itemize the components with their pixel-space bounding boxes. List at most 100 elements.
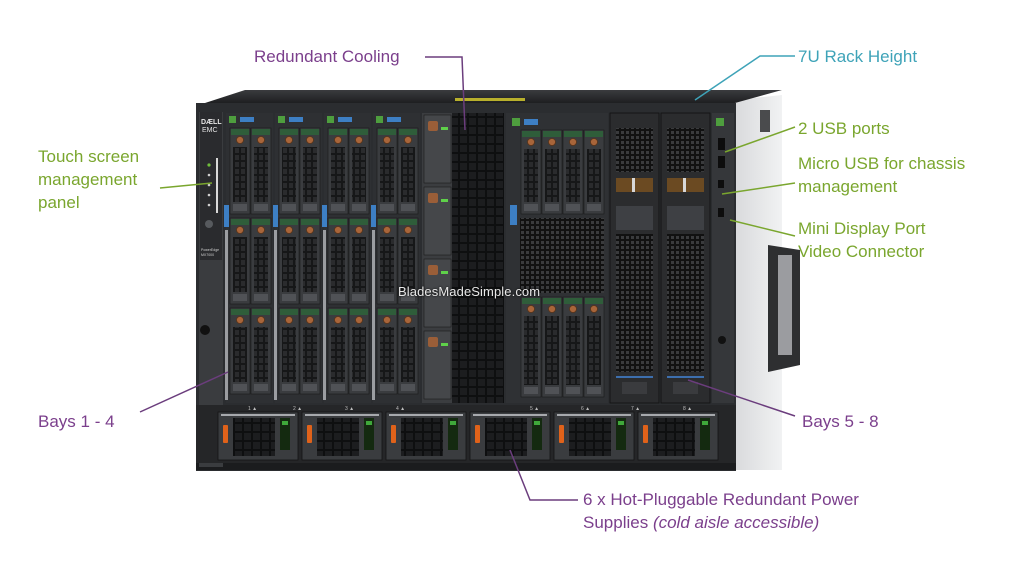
- callout-bays-5-8: Bays 5 - 8: [802, 412, 879, 431]
- fan-release-icon: [428, 337, 438, 347]
- usb-icon: [289, 117, 303, 122]
- psu-status-leds: [364, 418, 374, 450]
- power-supply: [217, 411, 299, 461]
- drive-release-button: [285, 316, 293, 324]
- power-supply: [301, 411, 383, 461]
- compute-sled: [322, 113, 371, 403]
- dell-emc-badge: [673, 382, 698, 394]
- drive-release-button: [590, 138, 598, 146]
- callout-usb-ports: 2 USB ports: [798, 119, 890, 138]
- fan-led: [441, 343, 448, 346]
- fan-led: [441, 271, 448, 274]
- sled-handle: [273, 205, 278, 227]
- fan-led: [441, 127, 448, 130]
- callout-touch-panel-line3: panel: [38, 193, 80, 212]
- sled-handle: [322, 205, 327, 227]
- drive-release-button: [236, 136, 244, 144]
- drive-release-button: [236, 226, 244, 234]
- drive-release-button: [306, 316, 314, 324]
- drive-release-button: [404, 136, 412, 144]
- micro-usb-port: [718, 180, 724, 188]
- callout-mini-dp: Mini Display Port Video Connector: [798, 217, 926, 263]
- callout-rack-height: 7U Rack Height: [798, 47, 918, 66]
- drive-release-button: [236, 316, 244, 324]
- psu-status-leds: [280, 418, 290, 450]
- sled-handle: [371, 205, 376, 227]
- drive-release-button: [404, 316, 412, 324]
- chassis-side-panel: [735, 95, 800, 470]
- drive-release-button: [285, 226, 293, 234]
- right-io-column: [712, 113, 734, 403]
- psu-handle: [307, 425, 312, 443]
- callout-micro-usb-line2: management: [798, 177, 898, 196]
- callout-mini-dp-line1: Mini Display Port: [798, 219, 926, 238]
- usb-port-2: [718, 156, 725, 168]
- drive-release-button: [548, 305, 556, 313]
- drive-release-button: [404, 226, 412, 234]
- power-button-icon: [327, 116, 334, 123]
- drive-release-button: [334, 316, 342, 324]
- drive-release-button: [548, 138, 556, 146]
- psu-status-leds: [448, 418, 458, 450]
- callout-mini-dp-line2: Video Connector: [798, 242, 925, 261]
- fan-release-icon: [428, 193, 438, 203]
- callout-redundant-cooling: Redundant Cooling: [254, 47, 400, 66]
- compute-sled: [273, 113, 322, 403]
- callout-touch-panel: Touch screen management panel: [38, 145, 139, 214]
- psu-handle: [559, 425, 564, 443]
- mini-display-port: [718, 208, 724, 217]
- psu-status-leds: [532, 418, 542, 450]
- dell-emc-badge: [622, 382, 647, 394]
- callout-psu-line2: Supplies (cold aisle accessible): [583, 511, 859, 534]
- drive-release-button: [334, 136, 342, 144]
- power-supply: [385, 411, 467, 461]
- power-supply: [637, 411, 719, 461]
- fan-release-icon: [428, 121, 438, 131]
- drive-release-button: [355, 136, 363, 144]
- storage-sled: [609, 112, 660, 404]
- drive-release-button: [355, 226, 363, 234]
- power-supply: [469, 411, 551, 461]
- redundant-cooling-fans: [422, 113, 504, 403]
- psu-handle: [391, 425, 396, 443]
- drive-release-button: [306, 226, 314, 234]
- callout-touch-panel-line2: management: [38, 170, 138, 189]
- compute-sleds-bays-1-4: [224, 113, 420, 403]
- callout-micro-usb: Micro USB for chassis management: [798, 152, 965, 198]
- power-button-icon: [229, 116, 236, 123]
- usb-icon: [240, 117, 254, 122]
- drive-release-button: [285, 136, 293, 144]
- callout-lines: [139, 55, 796, 501]
- psu-handle: [475, 425, 480, 443]
- callout-psu-line2-italic: (cold aisle accessible): [652, 513, 820, 532]
- power-supply-row: [196, 405, 736, 463]
- power-button-icon: [376, 116, 383, 123]
- drive-release-button: [527, 138, 535, 146]
- compute-sled: [224, 113, 273, 403]
- power-supply: [553, 411, 635, 461]
- psu-handle: [643, 425, 648, 443]
- drive-release-button: [383, 136, 391, 144]
- drive-release-button: [383, 226, 391, 234]
- drive-release-button: [257, 316, 265, 324]
- sled-handle: [224, 205, 229, 227]
- drive-release-button: [257, 136, 265, 144]
- callout-power-supplies: 6 x Hot-Pluggable Redundant Power Suppli…: [583, 488, 859, 534]
- drive-release-button: [527, 305, 535, 313]
- drive-release-button: [334, 226, 342, 234]
- callout-psu-line1: 6 x Hot-Pluggable Redundant Power: [583, 490, 859, 509]
- drive-release-button: [569, 138, 577, 146]
- watermark: BladesMadeSimple.com: [398, 284, 541, 299]
- drive-release-button: [306, 136, 314, 144]
- usb-icon: [387, 117, 401, 122]
- chassis-top: [205, 90, 782, 103]
- compute-sled: [371, 113, 420, 403]
- power-button-icon: [278, 116, 285, 123]
- psu-status-leds: [616, 418, 626, 450]
- callout-micro-usb-line1: Micro USB for chassis: [798, 154, 966, 173]
- callout-touch-panel-line1: Touch screen: [38, 147, 140, 166]
- storage-sleds-bays-7-8: [609, 112, 711, 404]
- drive-release-button: [355, 316, 363, 324]
- drive-release-button: [569, 305, 577, 313]
